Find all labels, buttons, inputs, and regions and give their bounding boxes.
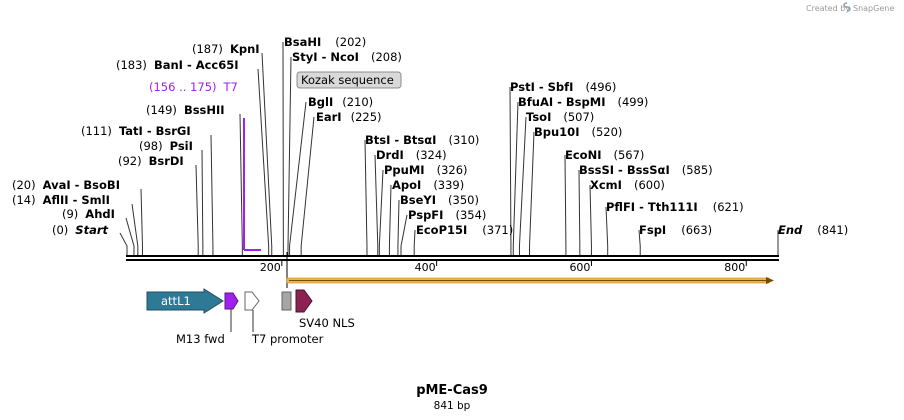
cut-line-bsshii bbox=[239, 113, 243, 255]
enzyme-label-avai[interactable]: (20)AvaI - BsoBI bbox=[12, 178, 120, 192]
cut-line-bgli bbox=[289, 101, 307, 255]
primer-label-t7[interactable]: (156 .. 175)T7 bbox=[149, 80, 238, 94]
plasmid-length: 841 bp bbox=[434, 400, 471, 412]
cut-line-eari bbox=[300, 116, 315, 255]
axis-ticks: 200 400 600 800 bbox=[260, 260, 747, 274]
cut-line-tsoi bbox=[518, 116, 527, 255]
cut-line-psii bbox=[201, 149, 204, 255]
cut-line-start bbox=[119, 232, 128, 255]
orf-arrow-icon bbox=[766, 277, 774, 284]
feature-kozak-box[interactable] bbox=[281, 291, 292, 311]
cut-line-econi bbox=[564, 154, 567, 255]
enzyme-label-fspi[interactable]: FspI(663) bbox=[639, 223, 712, 237]
cut-line-tati bbox=[210, 134, 214, 255]
enzyme-label-psti[interactable]: PstI - SbfI(496) bbox=[510, 80, 616, 94]
enzyme-label-bsssi[interactable]: BssSI - BssSαI(585) bbox=[579, 163, 713, 177]
cut-line-ecop15i bbox=[413, 229, 416, 255]
sequence-backbone bbox=[126, 255, 779, 261]
cut-line-drdi bbox=[374, 154, 379, 255]
m13fwd-label: M13 fwd bbox=[176, 332, 225, 346]
enzyme-label-tsoi[interactable]: TsoI(507) bbox=[526, 110, 594, 124]
enzyme-label-bsahi[interactable]: BsaHI(202) bbox=[284, 35, 366, 49]
cut-line-psti bbox=[509, 86, 512, 255]
enzyme-label-bsrdi[interactable]: (92)BsrDI bbox=[118, 154, 184, 168]
feature-sv40nls[interactable]: SV40 NLS bbox=[295, 289, 355, 330]
cut-line-pflfi bbox=[605, 206, 609, 255]
kozak-label-box[interactable] bbox=[296, 71, 402, 89]
enzyme-label-aflii[interactable]: (14)AflII - SmlI bbox=[12, 193, 110, 207]
enzyme-pos-start: (0) bbox=[52, 223, 68, 237]
enzyme-label-drdi[interactable]: DrdI(324) bbox=[376, 148, 447, 162]
enzyme-label-styi[interactable]: StyI - NcoI(208) bbox=[292, 50, 402, 64]
credit-prefix: Created by bbox=[806, 4, 850, 13]
cut-line-bpu10i bbox=[529, 131, 535, 255]
cut-line-bseyi bbox=[397, 199, 400, 255]
enzyme-label-start[interactable]: (0) Start bbox=[52, 223, 109, 237]
enzyme-label-pspfi[interactable]: PspFI(354) bbox=[408, 208, 486, 222]
enzyme-label-bgli[interactable]: BglI(210) bbox=[308, 95, 373, 109]
enzyme-label-end[interactable]: End(841) bbox=[778, 223, 848, 237]
cut-line-kpni bbox=[261, 52, 273, 255]
axis-tick-label: 200 bbox=[260, 261, 281, 274]
enzyme-label-ppumi[interactable]: PpuMI(326) bbox=[384, 163, 468, 177]
cut-line-aflii bbox=[131, 203, 139, 255]
enzyme-labels: (0) Start (9)AhdI (14)AflII - SmlI (20)Av… bbox=[12, 35, 848, 237]
cut-line-ahdi bbox=[125, 217, 135, 255]
cut-line-styi bbox=[287, 56, 292, 255]
sv40nls-arrow-icon bbox=[295, 289, 313, 313]
cut-line-fspi bbox=[638, 229, 641, 255]
enzyme-label-xcmi[interactable]: XcmI(600) bbox=[590, 178, 665, 192]
feature-attl1[interactable]: attL1 bbox=[146, 288, 224, 314]
enzyme-label-ahdi[interactable]: (9)AhdI bbox=[62, 207, 115, 221]
m13fwd-arrow-icon bbox=[224, 292, 239, 310]
cut-line-btsi bbox=[364, 139, 368, 255]
snapgene-logo-icon bbox=[843, 2, 851, 12]
enzyme-label-apoi[interactable]: ApoI(339) bbox=[392, 178, 464, 192]
enzyme-label-ecop15i[interactable]: EcoP15I(371) bbox=[416, 223, 513, 237]
cut-line-ppumi bbox=[378, 169, 384, 255]
cut-site-lines bbox=[119, 41, 779, 255]
enzyme-label-eari[interactable]: EarI(225) bbox=[316, 110, 382, 124]
enzyme-label-psii[interactable]: (98)PsiI bbox=[139, 139, 193, 153]
cut-line-xcmi bbox=[589, 184, 592, 255]
t7-promoter-arrow-icon bbox=[244, 291, 260, 311]
plasmid-name: pME-Cas9 bbox=[416, 383, 488, 398]
t7-promoter-label: T7 promoter bbox=[251, 332, 324, 346]
kozak-label: Kozak sequence bbox=[301, 73, 394, 87]
cut-line-bsrdi bbox=[195, 164, 199, 255]
attl1-label: attL1 bbox=[161, 294, 191, 308]
enzyme-name-start: Start bbox=[75, 223, 108, 237]
enzyme-label-tati[interactable]: (111)TatI - BsrGI bbox=[81, 124, 191, 138]
feature-t7-promoter[interactable]: T7 promoter bbox=[244, 291, 324, 346]
enzyme-label-econi[interactable]: EcoNI(567) bbox=[565, 148, 644, 162]
sv40nls-label: SV40 NLS bbox=[299, 316, 355, 330]
enzyme-label-pflfi[interactable]: PflFI - Tth111I(621) bbox=[606, 200, 744, 214]
axis-tick-label: 600 bbox=[569, 261, 590, 274]
cut-line-avai bbox=[140, 188, 143, 255]
axis-tick-label: 400 bbox=[415, 261, 436, 274]
enzyme-label-bsshii[interactable]: (149)BssHII bbox=[146, 103, 225, 117]
enzyme-label-bani[interactable]: (183)BanI - Acc65I bbox=[116, 58, 239, 72]
enzyme-label-bpu10i[interactable]: Bpu10I(520) bbox=[534, 125, 622, 139]
cut-line-apoi bbox=[388, 184, 392, 255]
enzyme-label-kpni[interactable]: (187)KpnI bbox=[192, 42, 260, 56]
enzyme-label-btsi[interactable]: BtsI - BtsαI(310) bbox=[365, 133, 479, 147]
cut-line-pspfi bbox=[400, 214, 408, 255]
cut-line-bani bbox=[257, 68, 270, 255]
cut-line-bfuai bbox=[512, 101, 519, 255]
attl1-arrow-icon bbox=[146, 288, 224, 314]
axis-tick-label: 800 bbox=[724, 261, 745, 274]
orf-track[interactable] bbox=[286, 252, 774, 288]
feature-m13fwd[interactable]: M13 fwd bbox=[176, 292, 239, 346]
credit-brand: SnapGene bbox=[853, 4, 894, 13]
cut-line-bsssi bbox=[578, 169, 581, 255]
enzyme-label-bfuai[interactable]: BfuAI - BspMI(499) bbox=[518, 95, 648, 109]
t7-primer-marker[interactable] bbox=[243, 118, 261, 251]
enzyme-label-bseyi[interactable]: BseYI(350) bbox=[400, 193, 479, 207]
